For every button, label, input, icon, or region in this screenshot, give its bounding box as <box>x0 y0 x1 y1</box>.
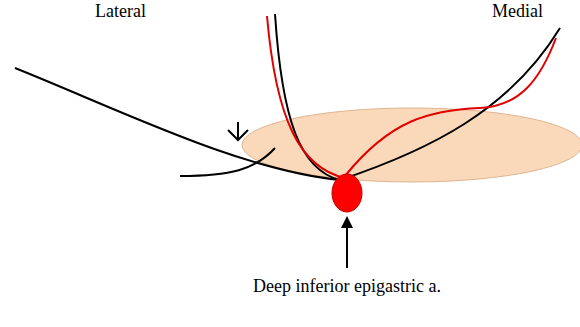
black-curve <box>340 28 560 180</box>
red-curve <box>267 16 345 178</box>
tissue-ellipse <box>242 108 580 182</box>
black-curve <box>180 148 275 176</box>
arrow-head <box>341 216 353 228</box>
red-curve <box>345 38 556 176</box>
direction-label: Lateral <box>95 2 146 22</box>
structure-label: Deep inferior epigastric a. <box>253 277 441 297</box>
direction-label: Medial <box>492 2 543 22</box>
artery-circle <box>332 174 362 212</box>
small-arrow <box>228 122 248 140</box>
